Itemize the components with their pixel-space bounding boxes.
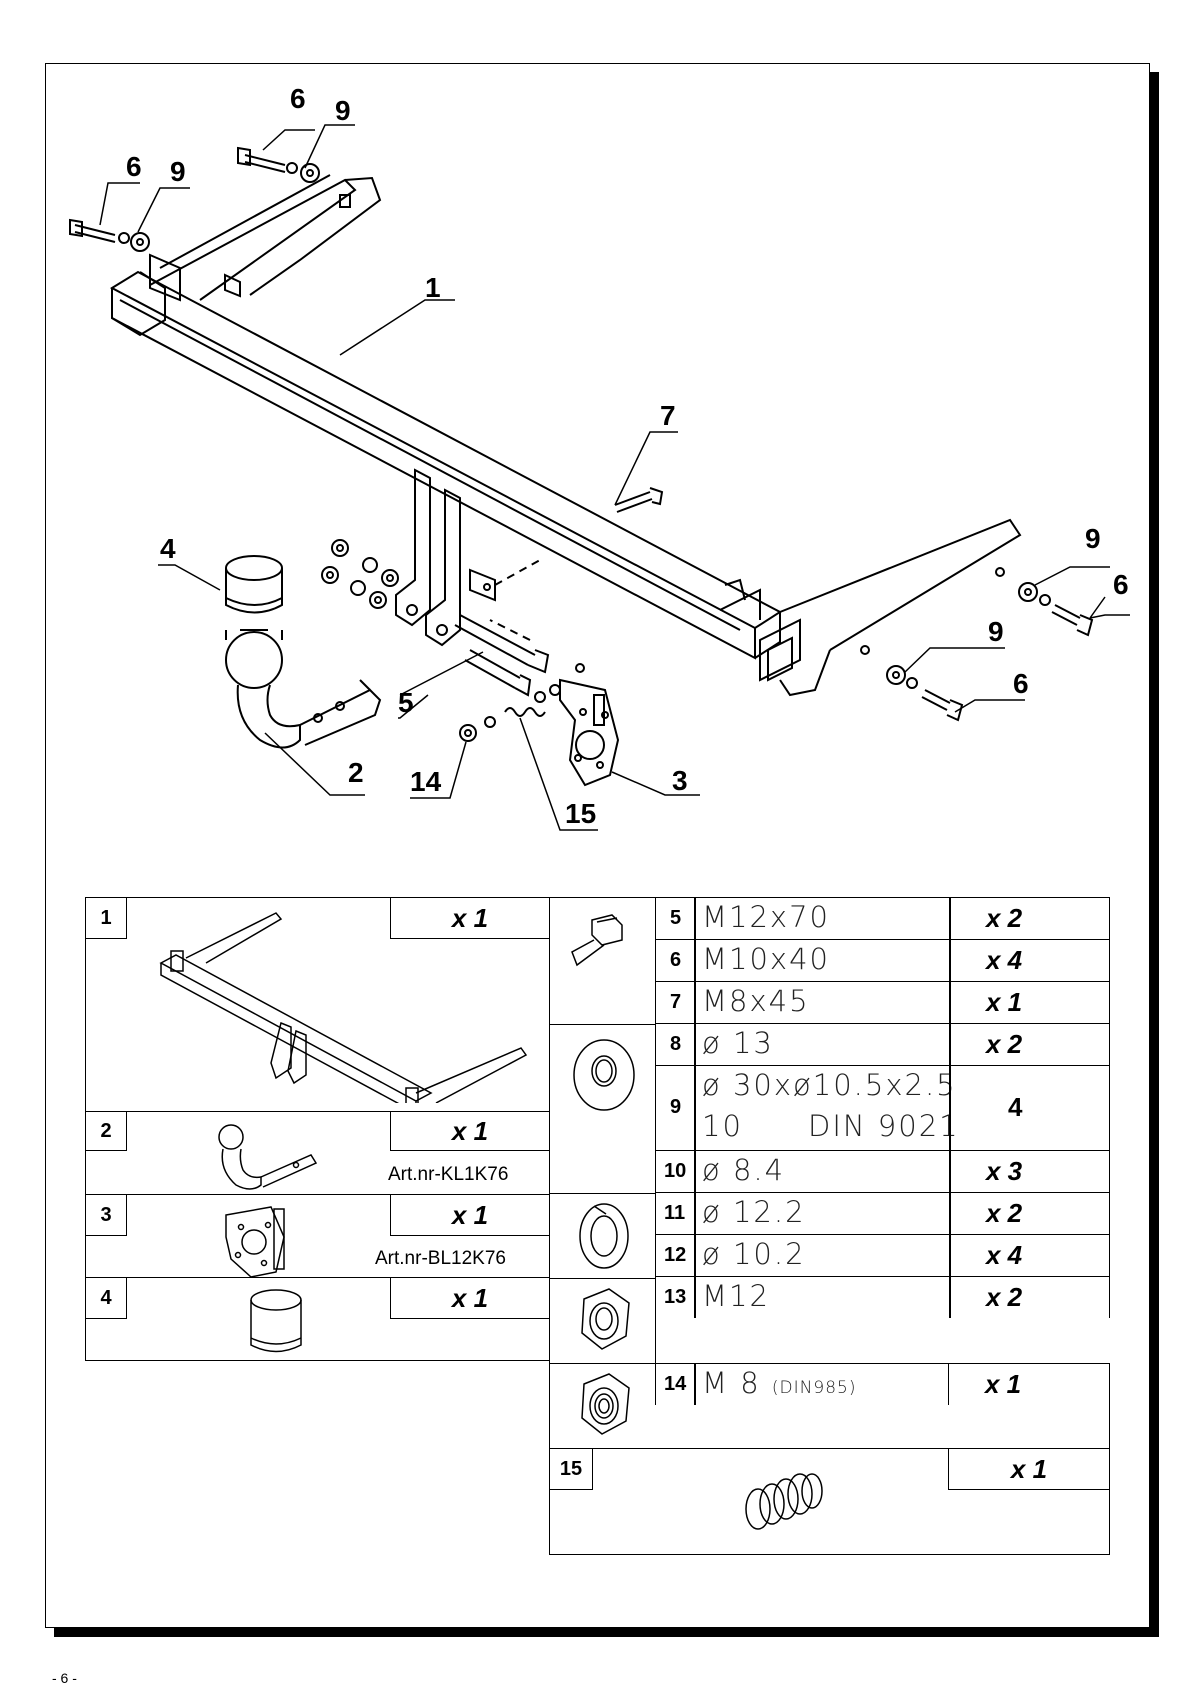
- row-10: 10 ø 8.4 x 3: [655, 1150, 1110, 1194]
- socket-plate-thumbnail: [225, 1206, 285, 1278]
- part-qty-5: x 2: [986, 903, 1023, 933]
- part-qty-2: x 1: [390, 1111, 550, 1151]
- part-spec-14: M 8 (DIN985): [702, 1366, 857, 1400]
- part-number-14: 14: [664, 1373, 687, 1395]
- row-14-spacer: [655, 1405, 1110, 1449]
- part-spec-12: ø 10.2: [702, 1237, 806, 1271]
- part-number-5: 5: [670, 907, 682, 929]
- part-number-8: 8: [670, 1033, 682, 1055]
- ball-cap-thumbnail: [250, 1289, 302, 1353]
- part-spec-11: ø 12.2: [702, 1195, 806, 1229]
- callout-6-right-upper: 6: [1113, 569, 1129, 600]
- part-number-11: 11: [664, 1202, 686, 1224]
- callout-9-right-lower: 9: [988, 616, 1004, 647]
- callout-2: 2: [348, 757, 364, 788]
- part-number-7: 7: [670, 991, 682, 1013]
- row-5: 5 M12x70 x 2: [655, 897, 1110, 941]
- part-number-9: 9: [670, 1096, 682, 1118]
- part-spec-9-line2-b: DIN 9021: [808, 1109, 960, 1143]
- callout-9-right-upper: 9: [1085, 523, 1101, 554]
- part-number-1: 1: [85, 897, 127, 939]
- part-qty-12: x 4: [986, 1240, 1023, 1270]
- row-6: 6 M10x40 x 4: [655, 939, 1110, 983]
- callout-4: 4: [160, 533, 176, 564]
- lock-nut-image-cell: [549, 1363, 656, 1449]
- part-number-4: 4: [85, 1277, 127, 1319]
- part-article-3: Art.nr-BL12K76: [375, 1248, 506, 1269]
- part-qty-1: x 1: [390, 897, 550, 939]
- row-8: 8 ø 13 x 2: [655, 1023, 1110, 1067]
- spring-washer-icon: [579, 1203, 629, 1269]
- part-qty-15: x 1: [948, 1448, 1110, 1490]
- callout-6-left: 6: [126, 151, 142, 182]
- part-qty-11: x 2: [986, 1198, 1023, 1228]
- part-spec-9: ø 30xø10.5x2.5: [702, 1068, 957, 1102]
- part-qty-14: x 1: [985, 1369, 1022, 1399]
- part-number-15: 15: [549, 1448, 593, 1490]
- row-13-spacer: [655, 1318, 1110, 1364]
- part-spec-10: ø 8.4: [702, 1153, 786, 1187]
- callout-7: 7: [660, 400, 676, 431]
- leader-lines: [99, 124, 1130, 831]
- row-7: 7 M8x45 x 1: [655, 981, 1110, 1025]
- spring-icon: [745, 1473, 823, 1530]
- part-spec-7: M8x45: [702, 984, 810, 1018]
- part-spec-5: M12x70: [702, 900, 830, 934]
- part-number-3: 3: [85, 1194, 127, 1236]
- row-13: 13 M12 x 2: [655, 1276, 1110, 1320]
- callout-5: 5: [398, 687, 414, 718]
- part-spec-14-standard: (DIN985): [771, 1378, 857, 1398]
- part-qty-3: x 1: [390, 1194, 550, 1236]
- part-spec-8: ø 13: [702, 1026, 774, 1060]
- callout-14: 14: [410, 766, 442, 797]
- row-14: 14 M 8 (DIN985): [655, 1363, 955, 1407]
- row-11: 11 ø 12.2 x 2: [655, 1192, 1110, 1236]
- callout-6-right-lower: 6: [1013, 668, 1029, 699]
- part-number-10: 10: [664, 1160, 687, 1182]
- part-qty-7: x 1: [986, 987, 1023, 1017]
- hex-nut-icon: [581, 1288, 630, 1350]
- callout-9-top: 9: [335, 95, 351, 126]
- crossbar-thumbnail: [159, 912, 528, 1103]
- crossbar-drawing: [69, 146, 1094, 787]
- row-12: 12 ø 10.2 x 4: [655, 1234, 1110, 1278]
- callout-3: 3: [672, 765, 688, 796]
- part-spec-9-line2-a: 10: [702, 1109, 743, 1143]
- callout-6-top: 6: [290, 83, 306, 114]
- towball-thumbnail: [218, 1124, 318, 1190]
- part-number-13: 13: [664, 1286, 687, 1308]
- hex-nut-image-cell: [549, 1278, 656, 1364]
- part-number-12: 12: [664, 1244, 687, 1266]
- callout-15: 15: [565, 798, 596, 829]
- part-spec-6: M10x40: [702, 942, 830, 976]
- bolt-image-cell: [549, 897, 656, 1025]
- bolt-icon: [571, 914, 623, 967]
- page-number: - 6 -: [52, 1670, 77, 1686]
- washer-image-cell: [549, 1024, 656, 1194]
- row-14-qty-cell: x 1: [948, 1363, 1110, 1406]
- washer-icon: [573, 1039, 635, 1111]
- part-qty-9: 4: [1008, 1092, 1023, 1122]
- part-qty-10: x 3: [986, 1156, 1023, 1186]
- part-article-2: Art.nr-KL1K76: [388, 1164, 509, 1185]
- row-9: 9 ø 30xø10.5x2.5 10 DIN 9021 4: [655, 1065, 1110, 1152]
- callout-1: 1: [425, 272, 441, 303]
- spring-washer-image-cell: [549, 1193, 656, 1279]
- part-spec-13: M12: [702, 1279, 770, 1313]
- part-qty-6: x 4: [986, 945, 1023, 975]
- callout-9-left: 9: [170, 156, 186, 187]
- part-qty-8: x 2: [986, 1029, 1023, 1059]
- part-cell-1: [85, 897, 550, 1112]
- part-qty-13: x 2: [986, 1282, 1023, 1312]
- lock-nut-icon: [581, 1373, 630, 1435]
- part-number-6: 6: [670, 949, 682, 971]
- part-number-2: 2: [85, 1111, 127, 1151]
- part-qty-4: x 1: [390, 1277, 550, 1319]
